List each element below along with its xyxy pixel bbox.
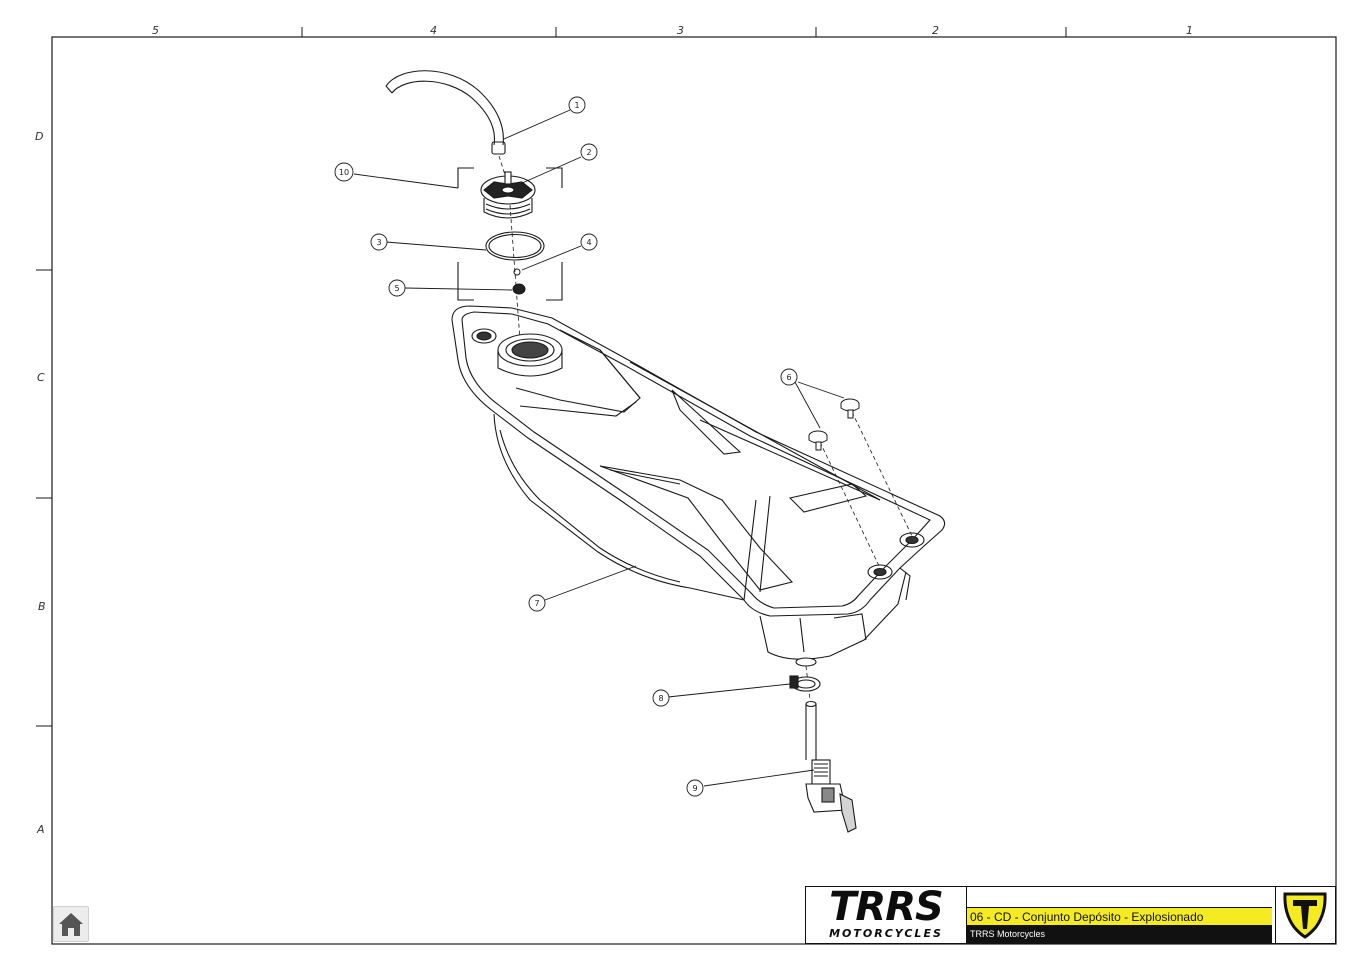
zone-column-label: 1 [1186,24,1193,37]
drawing-border [51,36,1337,945]
callout-balloon-1: 1 [568,96,586,114]
title-block: TRRS MOTORCYCLES 06 - CD - Conjunto Depó… [805,886,1336,944]
zone-column-label: 4 [430,24,437,37]
callout-label: 5 [394,284,399,293]
callout-balloon-6: 6 [780,368,798,386]
zone-row-label: A [37,823,45,836]
zone-ticks-left [36,269,52,727]
zone-row-label: B [38,600,46,613]
assembly-axis-lines [498,155,913,701]
callout-balloon-2: 2 [580,143,598,161]
part-mounting-bolts [808,398,860,451]
callout-balloon-7: 7 [528,594,546,612]
zone-row-label: D [35,130,44,143]
title-cell: 06 - CD - Conjunto Depósito - Explosiona… [967,887,1275,943]
zone-column-label: 5 [152,24,159,37]
title-bar: 06 - CD - Conjunto Depósito - Explosiona… [967,907,1272,926]
drawing-title: 06 - CD - Conjunto Depósito - Explosiona… [970,910,1204,924]
part-fuel-cap [457,167,563,301]
part-fuel-tank [451,305,946,667]
zone-column-label: 3 [677,24,684,37]
zone-ticks-top [301,27,1067,37]
callout-label: 7 [534,599,539,608]
callout-label: 10 [339,168,349,177]
home-button[interactable] [53,906,89,942]
home-icon [59,913,83,936]
brand-logo: TRRS MOTORCYCLES [806,887,967,943]
logo-subtitle: MOTORCYCLES [829,927,943,940]
callout-balloon-9: 9 [686,779,704,797]
callout-label: 1 [574,101,579,110]
company-bar: TRRS Motorcycles [967,926,1272,943]
logo-wordmark: TRRS [829,884,944,930]
zone-row-label: C [37,371,45,384]
callout-label: 9 [692,784,697,793]
callout-balloon-10: 10 [334,162,354,182]
zone-column-label: 2 [932,24,939,37]
callout-balloon-8: 8 [652,689,670,707]
leader-lines [353,109,845,787]
callout-label: 4 [586,238,591,247]
trrs-shield-icon [1283,892,1327,939]
emblem-cell [1275,887,1335,943]
callout-balloon-4: 4 [580,233,598,251]
callout-label: 8 [658,694,663,703]
part-valve [512,268,526,295]
part-hose-clamp [789,675,821,692]
callout-balloon-5: 5 [388,279,406,297]
part-fuel-tap [805,700,857,833]
company-name: TRRS Motorcycles [970,929,1046,939]
callout-label: 2 [586,148,591,157]
callout-label: 3 [376,238,381,247]
part-o-ring [485,231,545,261]
part-breather-hose [385,70,506,155]
callout-label: 6 [786,373,791,382]
callout-balloon-3: 3 [370,233,388,251]
